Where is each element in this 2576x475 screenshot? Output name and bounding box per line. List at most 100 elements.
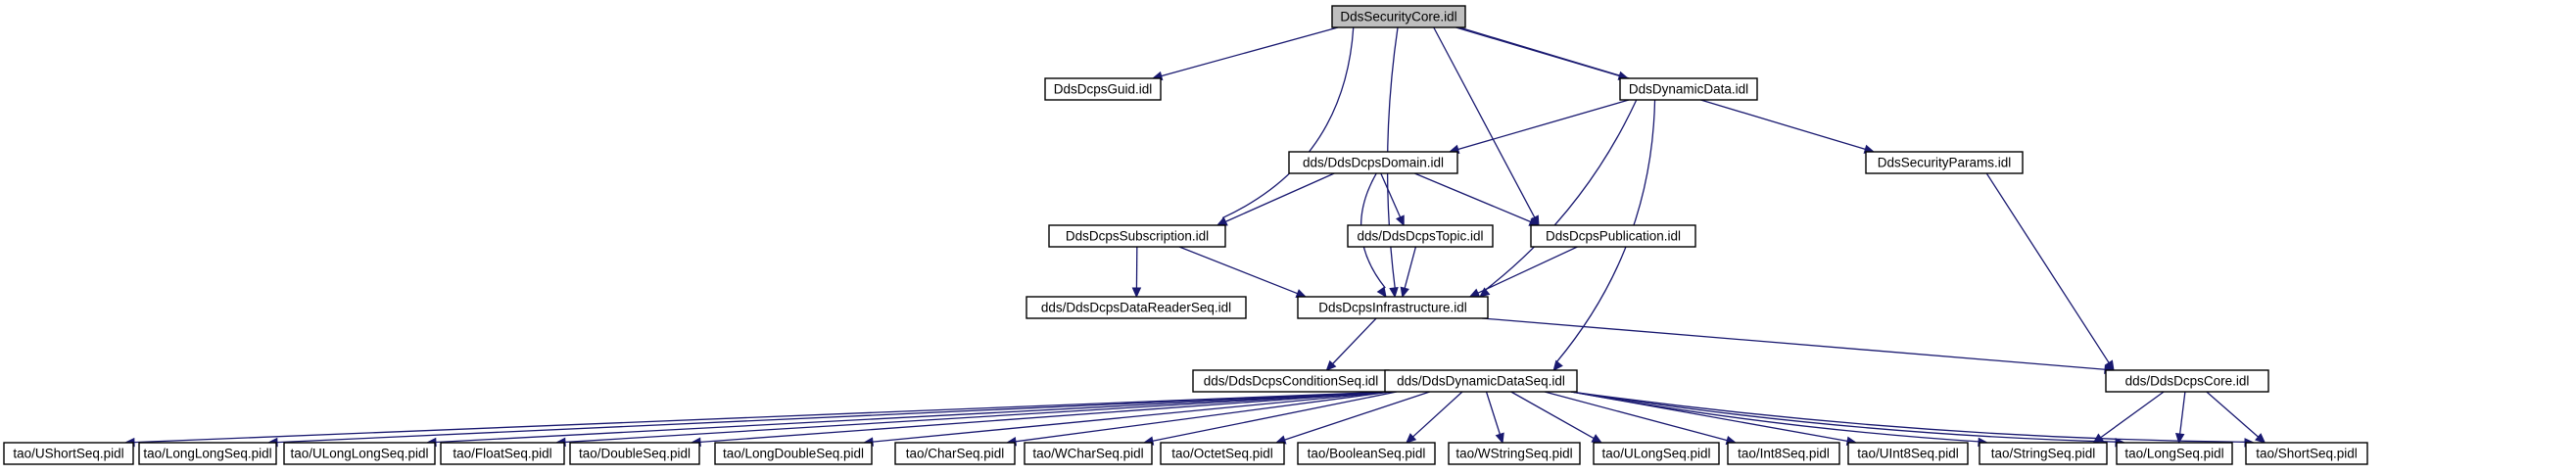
edge-line bbox=[133, 391, 1392, 444]
edge-dyndata-to-infra bbox=[1479, 99, 1638, 298]
edge-line bbox=[699, 391, 1392, 443]
node-label: DdsSecurityParams.idl bbox=[1878, 156, 2012, 170]
node-box[interactable] bbox=[1026, 296, 1247, 319]
node-boolean[interactable]: tao/BooleanSeq.pidl bbox=[1297, 442, 1436, 465]
node-box[interactable] bbox=[894, 442, 1016, 465]
edge-dynseq-to-boolean bbox=[1406, 391, 1463, 444]
node-box[interactable] bbox=[714, 442, 873, 465]
edge-dynseq-to-short bbox=[1570, 391, 2256, 448]
node-int8[interactable]: tao/Int8Seq.pidl bbox=[1727, 442, 1840, 465]
node-box[interactable] bbox=[1331, 5, 1466, 28]
node-box[interactable] bbox=[2116, 442, 2233, 465]
node-publication[interactable]: DdsDcpsPublication.idl bbox=[1530, 224, 1696, 248]
edge-line bbox=[1332, 317, 1377, 364]
arrowhead bbox=[1325, 359, 1337, 371]
edge-line bbox=[1284, 391, 1430, 441]
node-subscription[interactable]: DdsDcpsSubscription.idl bbox=[1048, 224, 1226, 248]
node-box[interactable] bbox=[2245, 442, 2368, 465]
node-short[interactable]: tao/ShortSeq.pidl bbox=[2245, 442, 2368, 465]
edge-line bbox=[1404, 246, 1417, 289]
node-topic[interactable]: dds/DdsDcpsTopic.idl bbox=[1347, 224, 1494, 248]
edge-core-to-publication bbox=[1433, 26, 1540, 227]
node-box[interactable] bbox=[440, 442, 565, 465]
edge-line bbox=[872, 391, 1392, 443]
node-dynseq[interactable]: dds/DdsDynamicDataSeq.idl bbox=[1384, 369, 1578, 393]
node-longlong[interactable]: tao/LongLongSeq.pidl bbox=[138, 442, 277, 465]
arrowhead bbox=[1295, 289, 1308, 298]
node-infra[interactable]: DdsDcpsInfrastructure.idl bbox=[1297, 296, 1489, 319]
node-box[interactable] bbox=[1593, 442, 1720, 465]
arrowhead bbox=[1400, 286, 1409, 299]
node-label: dds/DdsDynamicDataSeq.idl bbox=[1397, 374, 1565, 389]
node-char[interactable]: tao/CharSeq.pidl bbox=[894, 442, 1016, 465]
edge-core-to-dyndata bbox=[1455, 26, 1630, 80]
node-wchar[interactable]: tao/WCharSeq.pidl bbox=[1024, 442, 1153, 465]
edge-dcpscore-to-string bbox=[2092, 391, 2165, 444]
node-domain[interactable]: dds/DdsDcpsDomain.idl bbox=[1288, 151, 1458, 174]
arrowhead bbox=[2255, 433, 2266, 444]
edge-line bbox=[1570, 391, 1980, 443]
edge-core-to-guid bbox=[1151, 26, 1339, 81]
node-box[interactable] bbox=[1619, 77, 1758, 101]
node-box[interactable] bbox=[1347, 224, 1494, 248]
node-box[interactable] bbox=[1979, 442, 2108, 465]
node-box[interactable] bbox=[283, 442, 436, 465]
node-box[interactable] bbox=[1044, 77, 1162, 101]
node-condseq[interactable]: dds/DdsDcpsConditionSeq.idl bbox=[1192, 369, 1390, 393]
node-secparams[interactable]: DdsSecurityParams.idl bbox=[1865, 151, 2024, 174]
edge-domain-to-publication bbox=[1413, 172, 1541, 226]
node-box[interactable] bbox=[1384, 369, 1578, 393]
node-box[interactable] bbox=[569, 442, 700, 465]
node-wstring[interactable]: tao/WStringSeq.pidl bbox=[1448, 442, 1581, 465]
node-box[interactable] bbox=[1297, 296, 1489, 319]
edge-secparams-to-dcpscore bbox=[1985, 172, 2115, 372]
node-label: tao/ULongSeq.pidl bbox=[1601, 447, 1710, 461]
node-box[interactable] bbox=[1530, 224, 1696, 248]
node-box[interactable] bbox=[1160, 442, 1285, 465]
node-box[interactable] bbox=[1288, 151, 1458, 174]
node-box[interactable] bbox=[1847, 442, 1969, 465]
node-box[interactable] bbox=[1048, 224, 1226, 248]
node-box[interactable] bbox=[1297, 442, 1436, 465]
edge-line bbox=[1457, 99, 1630, 151]
node-label: tao/WStringSeq.pidl bbox=[1455, 447, 1572, 461]
edge-line bbox=[1433, 26, 1536, 218]
node-box[interactable] bbox=[1865, 151, 2024, 174]
node-box[interactable] bbox=[1727, 442, 1840, 465]
node-guid[interactable]: DdsDcpsGuid.idl bbox=[1044, 77, 1162, 101]
node-ushort[interactable]: tao/UShortSeq.pidl bbox=[3, 442, 134, 465]
node-ulonglong[interactable]: tao/ULongLongSeq.pidl bbox=[283, 442, 436, 465]
node-label: dds/DdsDcpsConditionSeq.idl bbox=[1204, 374, 1379, 389]
node-long[interactable]: tao/LongSeq.pidl bbox=[2116, 442, 2233, 465]
node-box[interactable] bbox=[3, 442, 134, 465]
node-float[interactable]: tao/FloatSeq.pidl bbox=[440, 442, 565, 465]
node-readerseq[interactable]: dds/DdsDcpsDataReaderSeq.idl bbox=[1026, 296, 1247, 319]
node-box[interactable] bbox=[1448, 442, 1581, 465]
node-box[interactable] bbox=[138, 442, 277, 465]
edge-line bbox=[1413, 172, 1531, 223]
node-dcpscore[interactable]: dds/DdsDcpsCore.idl bbox=[2105, 369, 2269, 393]
node-octet[interactable]: tao/OctetSeq.pidl bbox=[1160, 442, 1285, 465]
node-core[interactable]: DdsSecurityCore.idl bbox=[1331, 5, 1466, 28]
node-ulong[interactable]: tao/ULongSeq.pidl bbox=[1593, 442, 1720, 465]
node-dyndata[interactable]: DdsDynamicData.idl bbox=[1619, 77, 1758, 101]
node-label: dds/DdsDcpsCore.idl bbox=[2125, 374, 2250, 389]
node-label: DdsDynamicData.idl bbox=[1629, 82, 1748, 97]
node-label: DdsDcpsPublication.idl bbox=[1546, 229, 1681, 244]
node-label: tao/OctetSeq.pidl bbox=[1171, 447, 1273, 461]
arrowhead bbox=[1376, 286, 1387, 299]
node-box[interactable] bbox=[2105, 369, 2269, 393]
arrowhead bbox=[1468, 288, 1481, 298]
edge-line bbox=[1510, 391, 1595, 440]
node-label: tao/CharSeq.pidl bbox=[906, 447, 1005, 461]
edge-line bbox=[1477, 246, 1578, 294]
node-string[interactable]: tao/StringSeq.pidl bbox=[1979, 442, 2108, 465]
node-longdouble[interactable]: tao/LongDoubleSeq.pidl bbox=[714, 442, 873, 465]
arrowhead bbox=[1406, 433, 1417, 444]
node-double[interactable]: tao/DoubleSeq.pidl bbox=[569, 442, 700, 465]
node-label: tao/BooleanSeq.pidl bbox=[1308, 447, 1426, 461]
node-uint8[interactable]: tao/UInt8Seq.pidl bbox=[1847, 442, 1969, 465]
node-box[interactable] bbox=[1024, 442, 1153, 465]
edge-line bbox=[1224, 172, 1335, 222]
